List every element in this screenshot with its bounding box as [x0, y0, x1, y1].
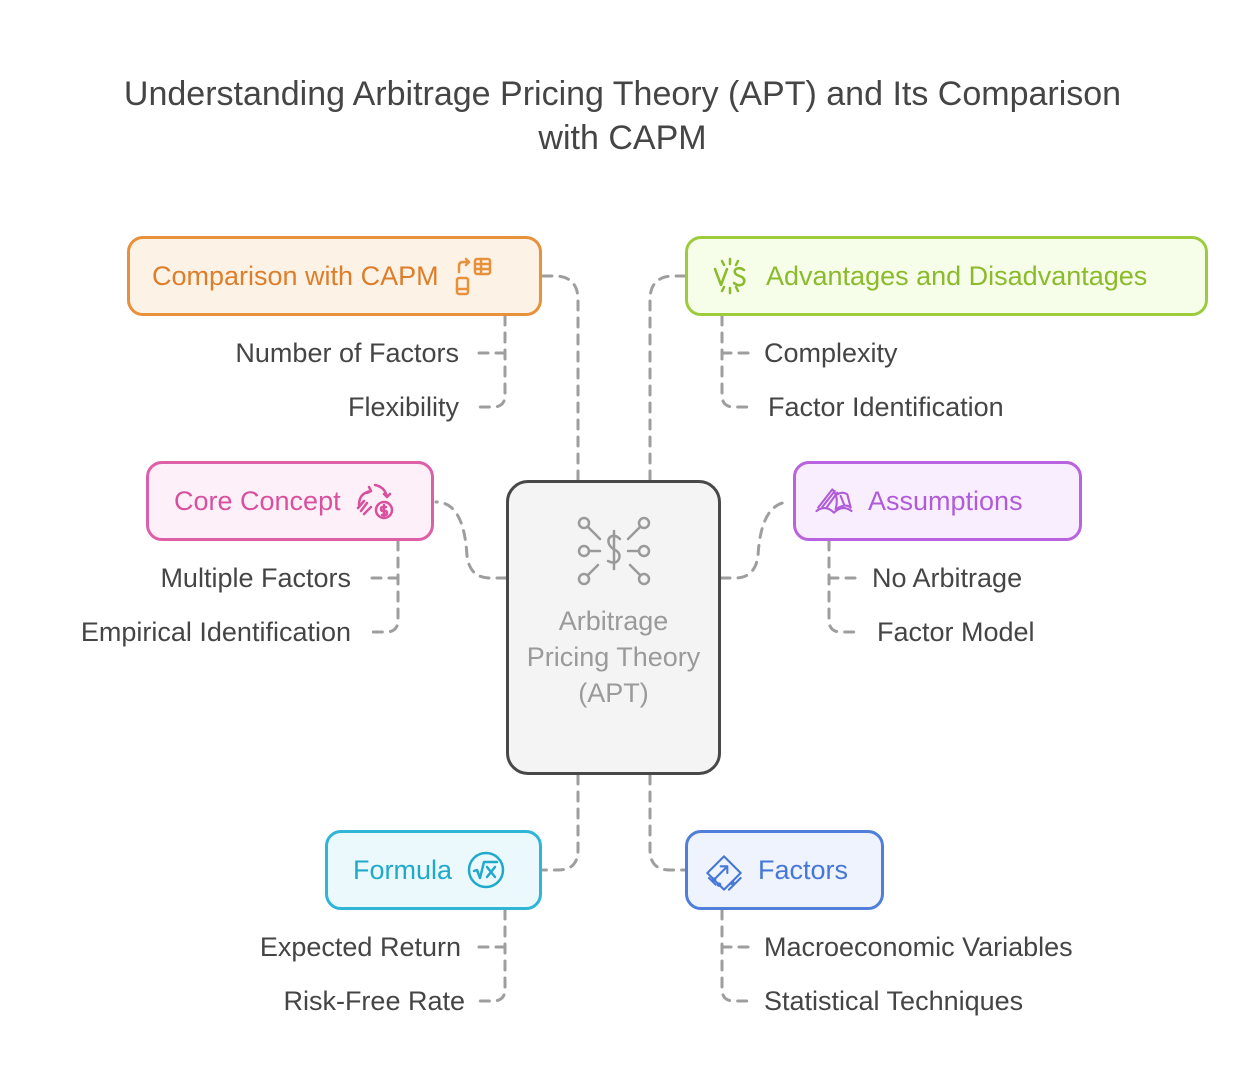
branch-formula-label: Formula [353, 854, 453, 885]
leaf-risk-free-rate: Risk-Free Rate [283, 986, 465, 1016]
connector-advantages [648, 274, 687, 482]
connector-comparison [541, 274, 580, 482]
leaf-flexibility: Flexibility [347, 392, 459, 422]
connector-core-items [368, 539, 400, 634]
leaf-macroeconomic-variables: Macroeconomic Variables [764, 932, 1073, 962]
center-label: Arbitrage Pricing Theory (APT) [526, 606, 701, 708]
connector-factors [648, 773, 687, 872]
branch-advantages-disadvantages: Advantages and Disadvantages [685, 236, 1208, 316]
branch-advantages-label: Advantages and Disadvantages [766, 260, 1148, 291]
branch-comparison-label: Comparison with CAPM [152, 260, 439, 291]
leaf-factor-identification: Factor Identification [768, 392, 1004, 422]
connector-factors-items [720, 908, 752, 1003]
branch-assumptions-label: Assumptions [868, 485, 1023, 516]
diagram-title: Understanding Arbitrage Pricing Theory (… [0, 72, 1245, 160]
branch-formula: Formula [325, 830, 542, 910]
book-pages-icon [814, 481, 854, 521]
title-line-1: Understanding Arbitrage Pricing Theory (… [123, 75, 1122, 113]
branch-core-concept: Core Concept [146, 461, 434, 541]
leaf-number-of-factors: Number of Factors [235, 338, 459, 368]
connector-assumptions-items [827, 539, 859, 634]
money-cycle-icon [355, 481, 395, 521]
title-line-2: with CAPM [538, 119, 707, 157]
dollar-network-icon [574, 513, 654, 589]
connector-comparison-items [476, 314, 507, 409]
branch-factors-label: Factors [758, 854, 849, 885]
leaf-empirical-identification: Empirical Identification [80, 617, 351, 647]
square-root-icon [466, 850, 506, 890]
center-node-apt: Arbitrage Pricing Theory (APT) [506, 480, 721, 775]
versus-icon [712, 256, 752, 296]
leaf-no-arbitrage: No Arbitrage [872, 563, 1023, 593]
branch-core-label: Core Concept [174, 485, 341, 516]
branch-factors: Factors [685, 830, 884, 910]
branch-comparison-with-capm: Comparison with CAPM [127, 236, 542, 316]
connector-formula [541, 773, 580, 872]
leaf-complexity: Complexity [764, 338, 898, 368]
connector-formula-items [476, 908, 507, 1003]
leaf-statistical-techniques: Statistical Techniques [764, 986, 1024, 1016]
leaf-multiple-factors: Multiple Factors [160, 563, 351, 593]
connector-assumptions [719, 500, 792, 580]
chart-arrow-icon [704, 850, 744, 891]
device-grid-icon [453, 256, 493, 296]
leaf-expected-return: Expected Return [259, 932, 461, 962]
connector-advantages-items [720, 314, 752, 409]
branch-assumptions: Assumptions [793, 461, 1082, 541]
connector-core [434, 500, 508, 580]
leaf-factor-model: Factor Model [877, 617, 1035, 647]
